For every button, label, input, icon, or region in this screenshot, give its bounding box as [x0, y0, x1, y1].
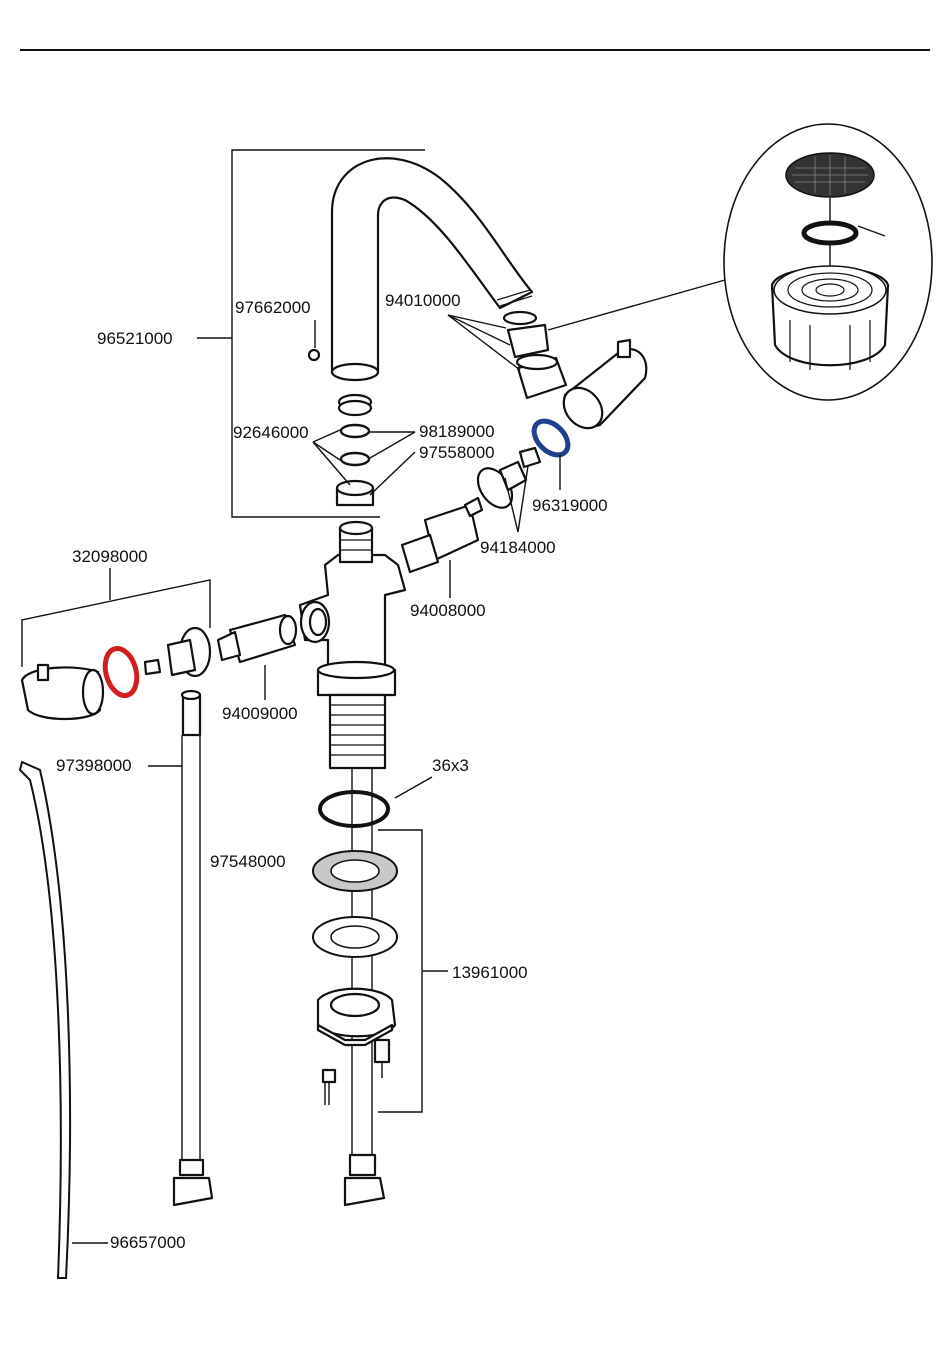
- label-ring-set: 92646000: [233, 423, 309, 442]
- tube-drawing: [20, 762, 70, 1278]
- label-cartridge-right: 94008000: [410, 601, 486, 620]
- label-tube: 96657000: [110, 1233, 186, 1252]
- mounting-bolts-drawing: [323, 1040, 389, 1105]
- central-tube-drawing: [345, 768, 384, 1205]
- label-hose: 97398000: [56, 756, 132, 775]
- red-ring-drawing: [100, 645, 141, 699]
- washer-hole: [331, 860, 379, 882]
- handle-right-drawing: [556, 340, 646, 436]
- left-handle-drawing: [22, 665, 103, 719]
- label-mounting-set: 13961000: [452, 963, 528, 982]
- label-nut: 97558000: [419, 443, 495, 462]
- label-blue-ring: 96319000: [532, 496, 608, 515]
- aerator-detail-view: [724, 124, 932, 400]
- label-oring-set: 98189000: [419, 422, 495, 441]
- label-handle-left: 32098000: [72, 547, 148, 566]
- oring-36x3-leader: [395, 777, 432, 798]
- spout-screw-drawing: [309, 320, 319, 360]
- label-spout-assembly: 96521000: [97, 329, 173, 348]
- spout-drawing: [332, 158, 532, 380]
- second-washer-hole: [331, 926, 379, 948]
- label-spout-screw: 97662000: [235, 298, 311, 317]
- label-cartridge-left: 94009000: [222, 704, 298, 723]
- ring-stack-drawing: [313, 395, 415, 505]
- hose-drawing: [174, 691, 212, 1205]
- label-washer: 97548000: [210, 852, 286, 871]
- left-cartridge-drawing: [145, 615, 296, 700]
- faucet-body-drawing: [300, 522, 405, 768]
- spout-bracket: [232, 150, 425, 517]
- right-cartridge-drawing: [402, 448, 540, 598]
- label-oring-size: 36x3: [432, 756, 469, 775]
- oring-36x3-drawing: [320, 792, 388, 826]
- mounting-bracket-drawing: [318, 989, 395, 1045]
- label-handle-insert: 94184000: [480, 538, 556, 557]
- label-aerator: 94010000: [385, 291, 461, 310]
